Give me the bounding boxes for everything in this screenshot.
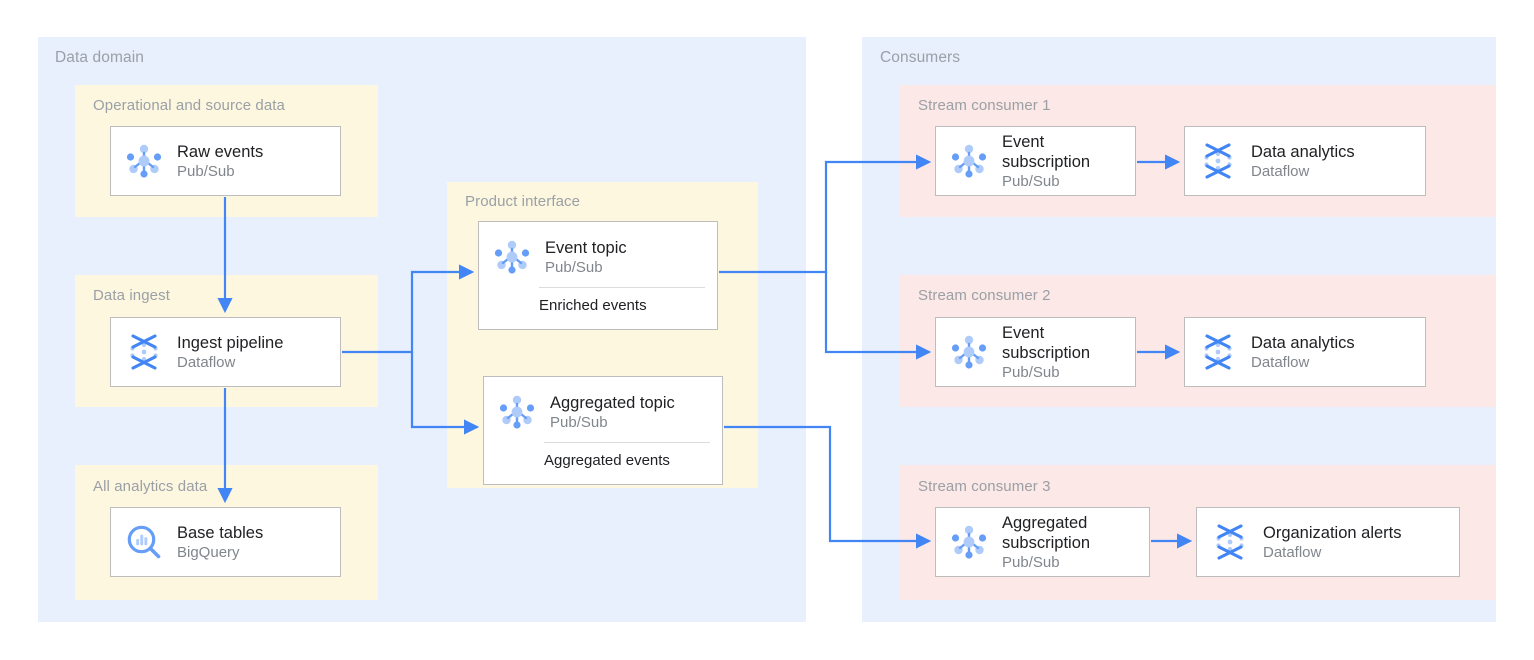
card-footer: Aggregated events [544, 452, 670, 469]
card-aggregated-subscription-3[interactable]: Aggregated subscription Pub/Sub [935, 507, 1150, 577]
card-title: Event subscription [1002, 132, 1091, 171]
card-footer: Enriched events [539, 297, 647, 314]
card-subtitle: Pub/Sub [177, 162, 235, 180]
card-event-topic[interactable]: Event topic Pub/Sub Enriched events [478, 221, 718, 330]
card-subtitle: Dataflow [1251, 353, 1310, 371]
pubsub-icon [123, 140, 165, 182]
card-data-analytics-2[interactable]: Data analytics Dataflow [1184, 317, 1426, 387]
group-all-analytics-title: All analytics data [93, 478, 208, 495]
pubsub-icon [948, 140, 990, 182]
card-subtitle: Pub/Sub [550, 413, 608, 431]
dataflow-icon [1209, 521, 1251, 563]
card-ingest-pipeline[interactable]: Ingest pipeline Dataflow [110, 317, 341, 387]
card-subtitle: BigQuery [177, 543, 240, 561]
group-stream-consumer-3-title: Stream consumer 3 [918, 478, 1051, 495]
card-title: Data analytics [1251, 333, 1355, 352]
card-subtitle: Pub/Sub [1002, 553, 1060, 571]
card-title: Organization alerts [1263, 523, 1402, 542]
group-product-interface-title: Product interface [465, 193, 581, 210]
pubsub-icon [948, 331, 990, 373]
group-stream-consumer-1-title: Stream consumer 1 [918, 97, 1051, 114]
group-data-ingest-title: Data ingest [93, 287, 170, 304]
card-title: Aggregated topic [550, 393, 675, 412]
card-base-tables[interactable]: Base tables BigQuery [110, 507, 341, 577]
card-divider [544, 442, 710, 443]
card-title: Event subscription [1002, 323, 1091, 362]
pubsub-icon [948, 521, 990, 563]
group-stream-consumer-2-title: Stream consumer 2 [918, 287, 1051, 304]
card-title: Raw events [177, 142, 264, 161]
card-raw-events[interactable]: Raw events Pub/Sub [110, 126, 341, 196]
group-operational-title: Operational and source data [93, 97, 285, 114]
card-divider [539, 287, 705, 288]
card-subtitle: Pub/Sub [1002, 363, 1060, 381]
card-title: Aggregated subscription [1002, 513, 1091, 552]
card-title: Base tables [177, 523, 264, 542]
zone-consumers-title: Consumers [880, 49, 961, 66]
dataflow-icon [1197, 331, 1239, 373]
card-title: Ingest pipeline [177, 333, 284, 352]
zone-data-domain-title: Data domain [55, 49, 144, 66]
card-organization-alerts-3[interactable]: Organization alerts Dataflow [1196, 507, 1460, 577]
card-event-subscription-2[interactable]: Event subscription Pub/Sub [935, 317, 1136, 387]
dataflow-icon [1197, 140, 1239, 182]
card-aggregated-topic[interactable]: Aggregated topic Pub/Sub Aggregated even… [483, 376, 723, 485]
dataflow-icon [123, 331, 165, 373]
bigquery-icon [123, 521, 165, 563]
card-title: Data analytics [1251, 142, 1355, 161]
pubsub-icon [496, 391, 538, 433]
card-title: Event topic [545, 238, 627, 257]
card-event-subscription-1[interactable]: Event subscription Pub/Sub [935, 126, 1136, 196]
pubsub-icon [491, 236, 533, 278]
card-subtitle: Dataflow [177, 353, 236, 371]
card-subtitle: Pub/Sub [1002, 172, 1060, 190]
card-subtitle: Dataflow [1263, 543, 1322, 561]
card-data-analytics-1[interactable]: Data analytics Dataflow [1184, 126, 1426, 196]
card-subtitle: Dataflow [1251, 162, 1310, 180]
card-subtitle: Pub/Sub [545, 258, 603, 276]
